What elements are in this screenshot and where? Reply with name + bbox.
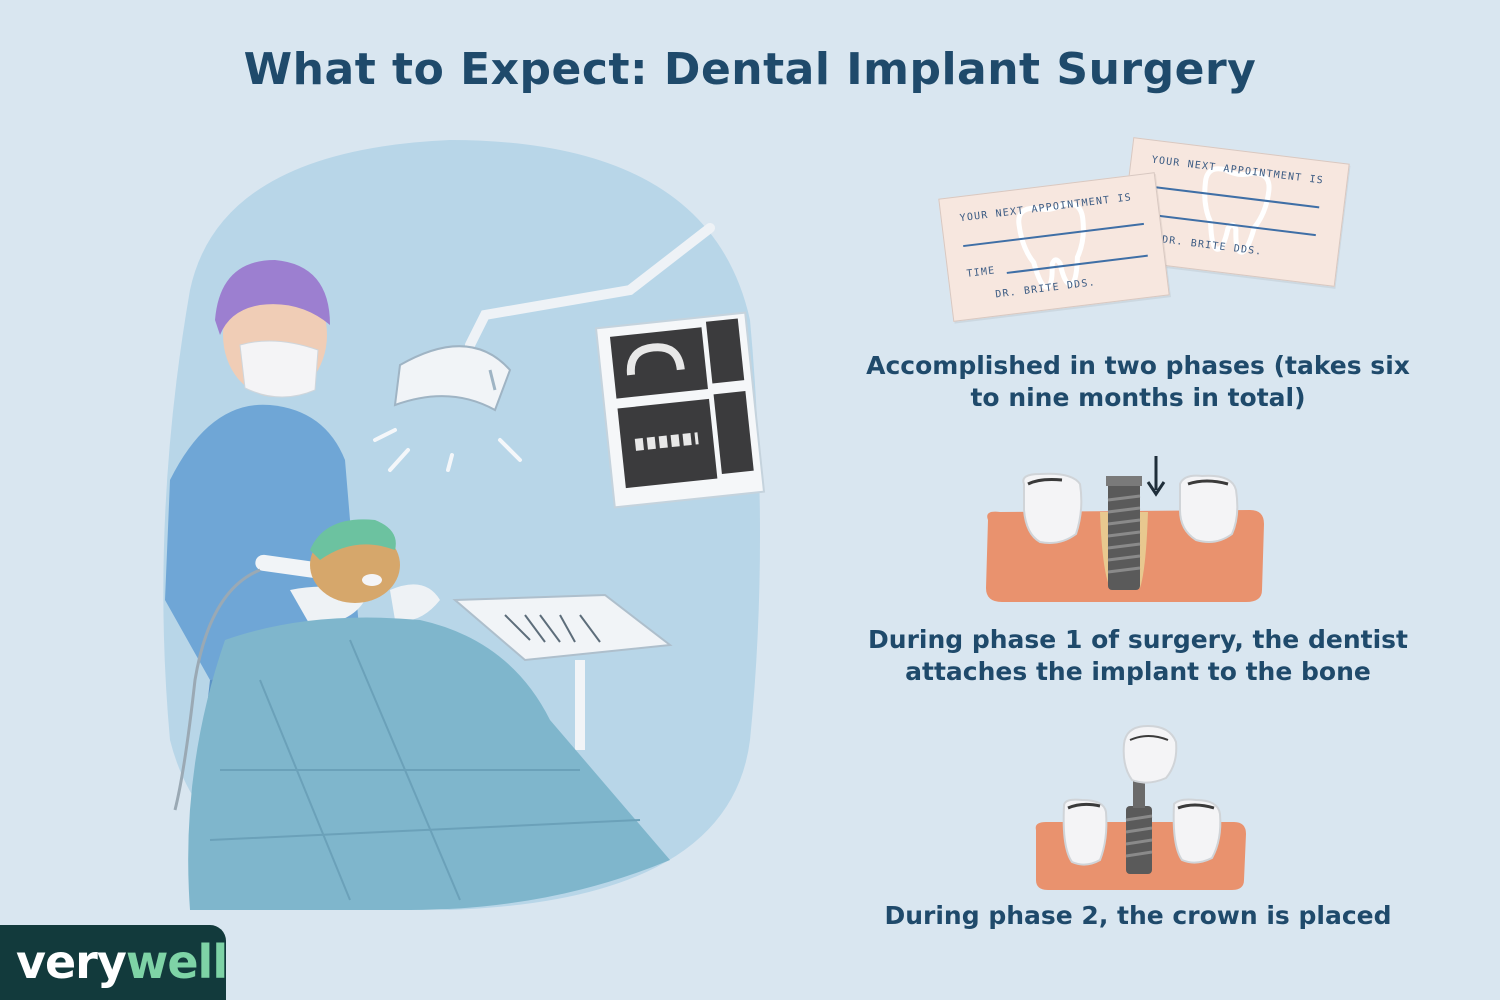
appointment-card-back: YOUR NEXT APPOINTMENT IS DR. BRITE DDS. — [1118, 137, 1350, 287]
instrument-tray — [452, 593, 673, 750]
brand-logo[interactable]: verywell — [0, 925, 228, 1000]
crown — [1122, 724, 1178, 784]
implant-phase1-illustration — [986, 456, 1264, 602]
crown-phase2-illustration — [1035, 724, 1246, 890]
tooth-left — [1062, 798, 1108, 866]
caption-phase1: During phase 1 of surgery, the dentist a… — [868, 625, 1408, 686]
dentist-figure — [165, 260, 440, 811]
implant-screw — [1106, 476, 1142, 590]
tooth-outline-icon — [1202, 166, 1272, 255]
arrow-down-icon — [1146, 456, 1166, 497]
dental-lamp — [373, 223, 715, 472]
patient-sheet — [188, 617, 670, 910]
dental-surgery-illustration — [163, 140, 766, 910]
appointment-card-front: YOUR NEXT APPOINTMENT IS TIME DR. BRITE … — [938, 172, 1170, 322]
xray-panel — [594, 311, 766, 509]
tooth-right — [1172, 798, 1222, 864]
implant-abutment — [1125, 780, 1153, 874]
tooth-left — [1022, 472, 1083, 544]
patient-figure — [310, 519, 400, 603]
tooth-outline-icon — [1016, 201, 1086, 290]
brand-wordmark: verywell — [16, 935, 228, 989]
card-time-label: TIME — [966, 265, 997, 280]
page-title: What to Expect: Dental Implant Surgery — [243, 44, 1257, 95]
caption-phases: Accomplished in two phases (takes six to… — [866, 351, 1410, 412]
caption-phase2: During phase 2, the crown is placed — [884, 901, 1392, 930]
brand-part1: very — [16, 935, 127, 989]
brand-part2: well — [125, 935, 228, 989]
tooth-right — [1179, 474, 1239, 543]
